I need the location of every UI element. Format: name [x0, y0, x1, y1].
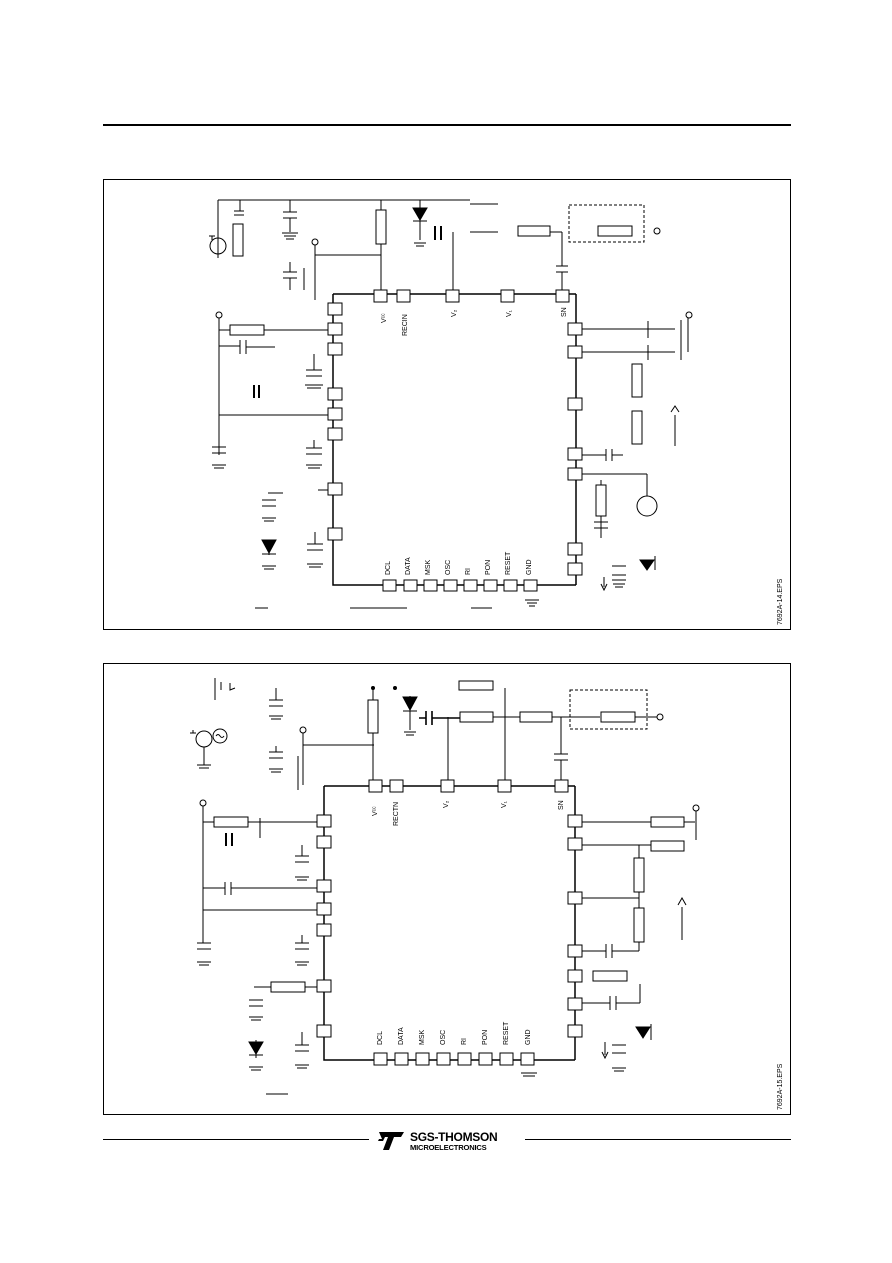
pin-label-data: DATA [398, 1027, 405, 1045]
pin-label-osc: OSC [445, 559, 452, 575]
brand-subtitle: MICROELECTRONICS [410, 1142, 487, 1152]
pin-label-reset: RESET [505, 551, 512, 575]
diagram-1-schematic [209, 199, 693, 609]
pin-label-data: DATA [405, 557, 412, 575]
header-rule [103, 124, 791, 126]
figure-id-label: 7692A-14.EPS [777, 578, 784, 625]
pin-label-v1: V₁ [506, 309, 513, 317]
ic-body-1 [332, 293, 577, 586]
pin-label-pon: PON [485, 559, 492, 575]
pin-label-rectn: RECTN [393, 801, 400, 826]
pin-label-msk: MSK [425, 559, 432, 575]
footer-rule-right [525, 1139, 791, 1140]
diagram-2-schematic [190, 678, 700, 1095]
pin-label-v1: V₁ [501, 800, 508, 808]
pin-label-gnd: GND [525, 1029, 532, 1045]
pin-1-sn [555, 289, 570, 303]
pin-label-pon: PON [482, 1029, 489, 1045]
diagram-2-frame [103, 663, 791, 1115]
figure-id-label: 7692A-15.EPS [777, 1063, 784, 1110]
pin-label-sn: SN [561, 307, 568, 317]
pin-1-vcc [373, 289, 388, 303]
diagram-1-frame [103, 179, 791, 630]
pin-label-v2: V₂ [451, 309, 458, 317]
pin-label-dcl: DCL [385, 560, 392, 575]
brand-logo: SGS-THOMSON MICROELECTRONICS [376, 1129, 498, 1153]
pin-label-reset: RESET [503, 1021, 510, 1045]
pin-label-vcc: Vᶜᶜ [381, 313, 388, 323]
st-logo-icon [378, 1132, 404, 1150]
pin-label-recin: RECIN [402, 314, 409, 336]
pin-1-v1 [500, 289, 515, 303]
pin-label-vcc: Vᶜᶜ [372, 806, 379, 816]
pin-1-v2 [445, 289, 460, 303]
ic-body-2 [323, 785, 576, 1061]
pin-label-ri: RI [465, 568, 472, 575]
pin-label-sn: SN [558, 800, 565, 810]
pin-label-v2: V₂ [443, 800, 450, 808]
brand-name: SGS-THOMSON [410, 1129, 498, 1144]
pin-label-dcl: DCL [377, 1030, 384, 1045]
pin-label-osc: OSC [440, 1029, 447, 1045]
pin-1-recin [396, 289, 411, 303]
pin-label-ri: RI [461, 1038, 468, 1045]
pin-label-msk: MSK [419, 1029, 426, 1045]
pin-label-gnd: GND [526, 559, 533, 575]
footer-rule-left [103, 1139, 369, 1140]
